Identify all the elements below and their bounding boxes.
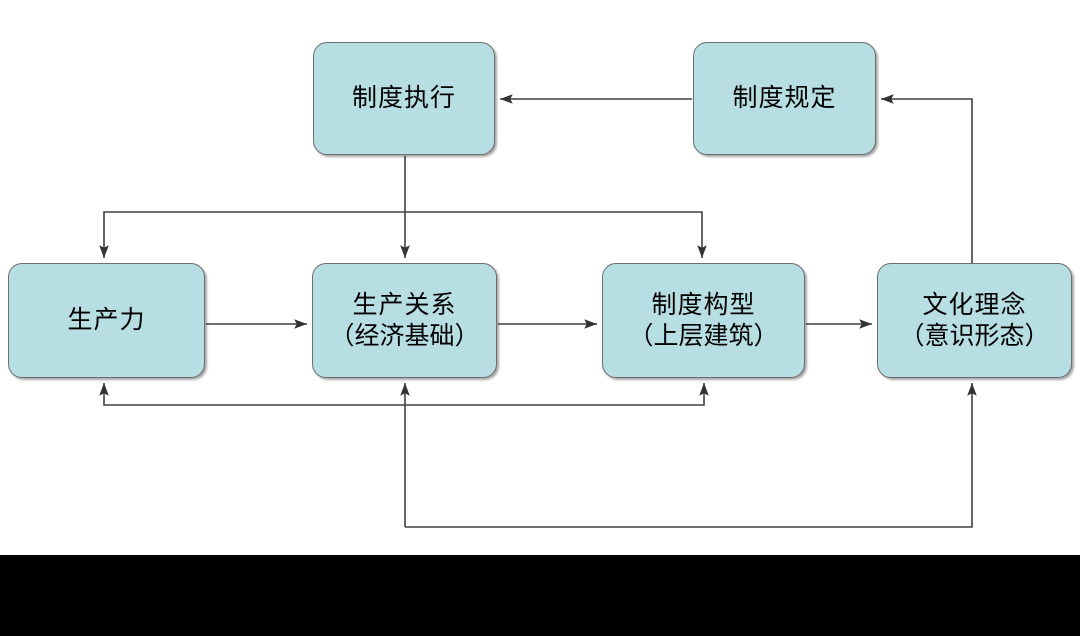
edge-feedback-to-gouxing xyxy=(405,383,709,406)
node-label-line1: 制度规定 xyxy=(732,84,837,113)
node-label-line1: 生产关系 xyxy=(352,291,457,319)
node-zhidu-gouxing[interactable]: 制度构型 （上层建筑） xyxy=(602,263,805,378)
node-label-line2: （经济基础） xyxy=(329,321,480,350)
edge-bottom-loop-to-wenhua xyxy=(405,383,977,528)
edge-feedback-to-shengchanli xyxy=(99,383,405,406)
node-label-line1: 制度构型 xyxy=(651,291,756,319)
bottom-black-bar xyxy=(0,555,1080,636)
node-shengchanli[interactable]: 生产力 xyxy=(8,263,205,378)
node-zhidu-zhixing[interactable]: 制度执行 xyxy=(313,42,495,155)
node-label-line1: 生产力 xyxy=(67,306,146,335)
node-label-line2: （上层建筑） xyxy=(628,321,779,350)
edge-zhixing-fanout-left xyxy=(99,211,405,258)
node-shengchan-guanxi[interactable]: 生产关系 （经济基础） xyxy=(312,263,497,378)
node-zhidu-guiding[interactable]: 制度规定 xyxy=(693,42,876,155)
edge-zhixing-fanout-right xyxy=(405,211,707,258)
node-wenhua-linian[interactable]: 文化理念 （意识形态） xyxy=(877,263,1072,378)
node-label-line2: （意识形态） xyxy=(899,321,1050,350)
edge-wenhua-to-guiding xyxy=(881,94,973,263)
node-label-line1: 制度执行 xyxy=(351,84,456,113)
node-label-line1: 文化理念 xyxy=(922,291,1027,319)
